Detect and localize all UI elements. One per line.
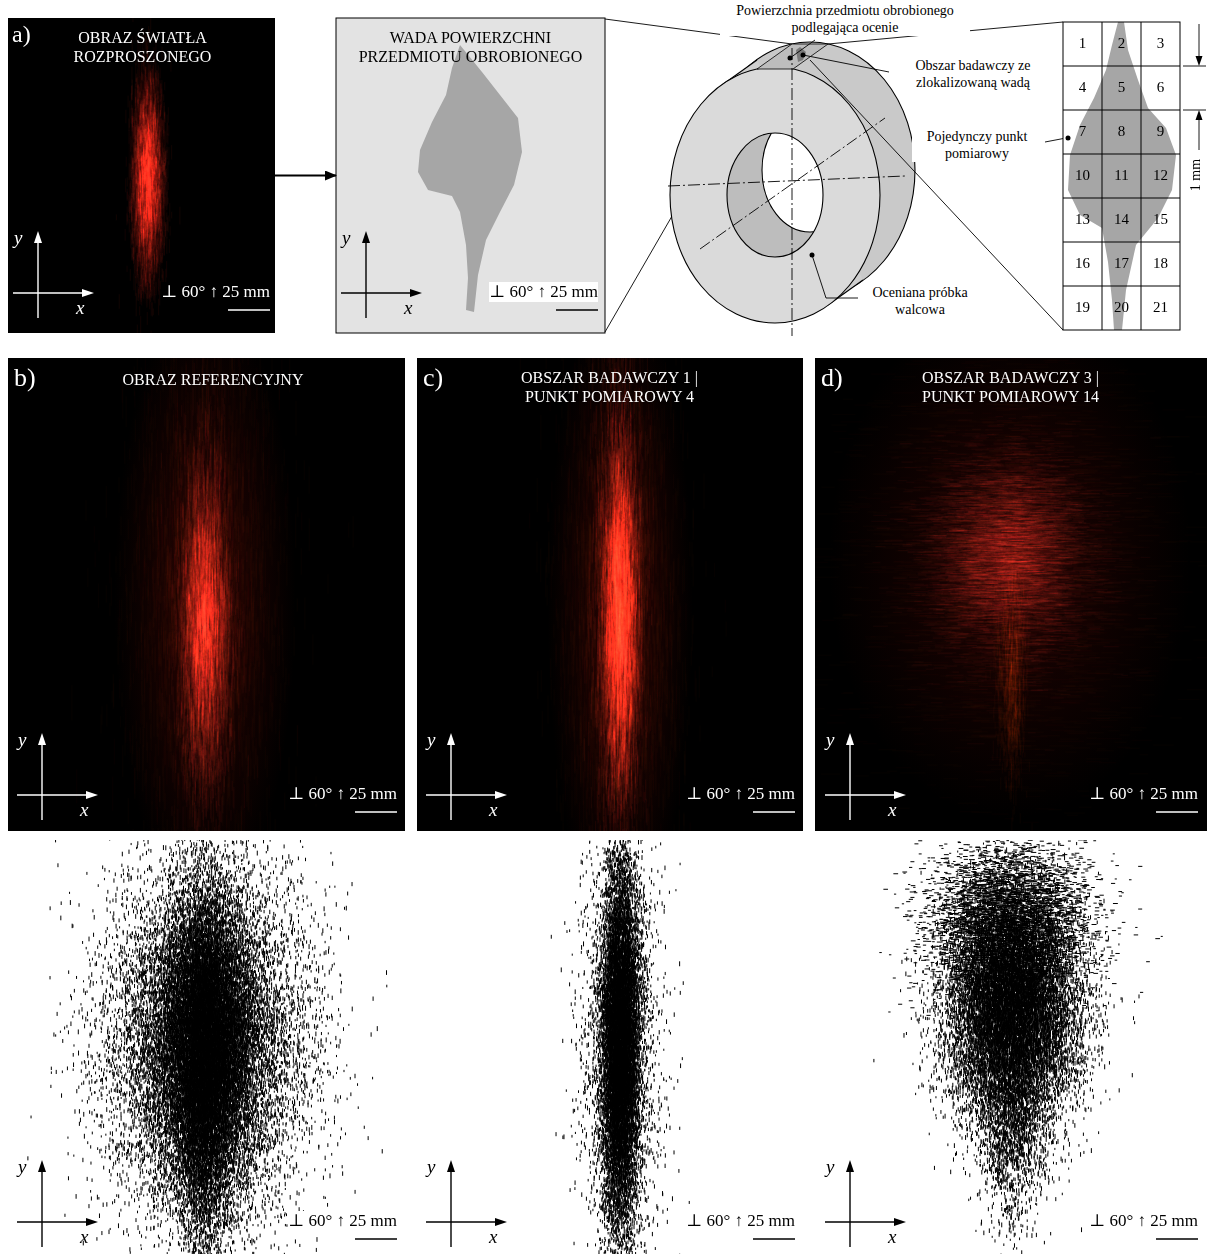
cell-number: 2 [1102, 34, 1141, 52]
image-panel: b) OBRAZ REFERENCYJNY [8, 358, 405, 831]
axis-label: y [826, 729, 840, 752]
cylinder-sample [670, 42, 915, 323]
scale-note: ⊥ 60° ↑ 25 mm [1089, 1211, 1198, 1231]
dimension-label: 1 mm [1186, 150, 1206, 200]
callout-text: Powierzchnia przedmiotu obrobionego podl… [720, 2, 970, 36]
scale-note: ⊥ 60° ↑ 25 mm [686, 784, 795, 804]
cell-number: 3 [1141, 34, 1180, 52]
panel-title: WADA POWIERZCHNI PRZEDMIOTU OBROBIONEGO [348, 28, 593, 66]
axis-label: y [826, 1156, 840, 1179]
axis-label: x [888, 1226, 902, 1249]
cell-number: 13 [1063, 210, 1102, 228]
leader-line [790, 22, 1066, 330]
panel-letter: a) [12, 20, 52, 49]
axis-label: y [14, 227, 28, 250]
scale-note: ⊥ 60° ↑ 25 mm [489, 282, 598, 302]
panel-title: OBSZAR BADAWCZY 3 | PUNKT POMIAROWY 14 [903, 368, 1118, 406]
cell-number: 15 [1141, 210, 1180, 228]
axis-label: x [76, 297, 90, 320]
cell-number: 11 [1102, 166, 1141, 184]
axis-label: x [80, 799, 94, 822]
scale-note: ⊥ 60° ↑ 25 mm [686, 1211, 795, 1231]
scale-note: ⊥ 60° ↑ 25 mm [288, 784, 397, 804]
scale-bar [228, 310, 1198, 1239]
cell-number: 20 [1102, 298, 1141, 316]
flow-arrow [275, 175, 336, 177]
cell-number: 19 [1063, 298, 1102, 316]
cell-number: 1 [1063, 34, 1102, 52]
cell-number: 10 [1063, 166, 1102, 184]
axis-label: y [427, 729, 441, 752]
cell-number: 21 [1141, 298, 1180, 316]
panel-letter: d) [821, 362, 861, 393]
axis-label: y [427, 1156, 441, 1179]
cell-number: 8 [1102, 122, 1141, 140]
cell-number: 18 [1141, 254, 1180, 272]
cell-number: 12 [1141, 166, 1180, 184]
callout-text: Oceniana próbka walcowa [860, 284, 980, 318]
panel-letter: c) [423, 362, 463, 393]
panel-title: OBRAZ ŚWIATŁA ROZPROSZONEGO [50, 28, 235, 66]
axis-cross [13, 231, 906, 1247]
panel-letter: b) [14, 362, 54, 393]
axis-label: x [489, 1226, 503, 1249]
scale-note: ⊥ 60° ↑ 25 mm [1089, 784, 1198, 804]
measurement-grid [1063, 22, 1180, 330]
panel-title: OBSZAR BADAWCZY 1 | PUNKT POMIAROWY 4 [502, 368, 717, 406]
axis-label: x [404, 297, 418, 320]
dimension-line [1183, 24, 1206, 150]
callout-text: Obszar badawczy ze zlokalizowaną wadą [893, 57, 1053, 91]
leader-dot [788, 53, 815, 258]
panel-title: OBRAZ REFERENCYJNY [98, 370, 328, 389]
cell-number: 9 [1141, 122, 1180, 140]
axis-label: x [80, 1226, 94, 1249]
cell-number: 17 [1102, 254, 1141, 272]
scale-note: ⊥ 60° ↑ 25 mm [288, 1211, 397, 1231]
axis-label: y [18, 729, 32, 752]
cell-number: 4 [1063, 78, 1102, 96]
image-panel: c) OBSZAR BADAWCZY 1 | PUNKT POMIAROWY 4 [417, 358, 803, 831]
cell-number: 14 [1102, 210, 1141, 228]
cell-number: 6 [1141, 78, 1180, 96]
cell-number: 7 [1063, 122, 1102, 140]
cell-number: 16 [1063, 254, 1102, 272]
axis-label: x [489, 799, 503, 822]
cell-number: 5 [1102, 78, 1141, 96]
callout-text: Pojedynczy punkt pomiarowy [912, 128, 1042, 162]
defect-panel-ground [336, 18, 605, 333]
axis-label: y [18, 1156, 32, 1179]
surface-defect [418, 45, 522, 312]
axis-label: y [342, 227, 356, 250]
image-panel: d) OBSZAR BADAWCZY 3 | PUNKT POMIAROWY 14 [815, 358, 1207, 831]
axis-label: x [888, 799, 902, 822]
scale-note: ⊥ 60° ↑ 25 mm [161, 282, 270, 302]
